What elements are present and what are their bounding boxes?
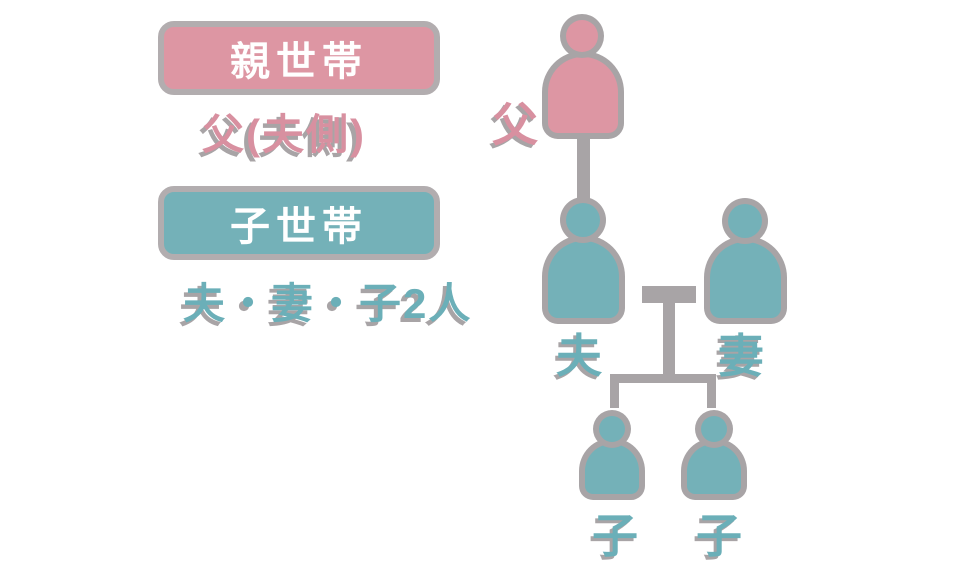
child2-label: 子 <box>696 510 742 562</box>
father-label: 父 <box>492 99 538 151</box>
child-household-badge-label: 子世帯 <box>230 205 368 249</box>
child-household-badge: 子世帯 <box>158 186 440 260</box>
father-head <box>566 20 598 52</box>
child2-head <box>701 416 727 442</box>
husband-head <box>566 203 600 237</box>
child-household-description: 夫・妻・子2人 <box>183 280 473 327</box>
connector-father-to-couple <box>577 133 590 207</box>
wife-head <box>728 204 762 238</box>
wife-label: 妻 <box>718 330 764 382</box>
child1-body <box>585 444 639 494</box>
child2-body <box>687 444 741 494</box>
parent-household-badge-label: 親世帯 <box>230 40 368 84</box>
child1-head <box>599 416 625 442</box>
wife-body <box>710 242 781 318</box>
connector-marriage-bar <box>642 286 696 303</box>
children-bracket-right-drop <box>707 374 716 408</box>
parent-household-description: 父(夫側) <box>202 111 366 158</box>
parent-household-badge: 親世帯 <box>158 21 440 95</box>
child1-label: 子 <box>592 510 638 562</box>
children-bracket-top <box>610 374 716 383</box>
father-body <box>548 57 618 133</box>
husband-body <box>548 241 619 318</box>
husband-label: 夫 <box>556 330 602 382</box>
connector-couple-to-children <box>663 302 675 378</box>
children-bracket-left-drop <box>610 374 619 408</box>
